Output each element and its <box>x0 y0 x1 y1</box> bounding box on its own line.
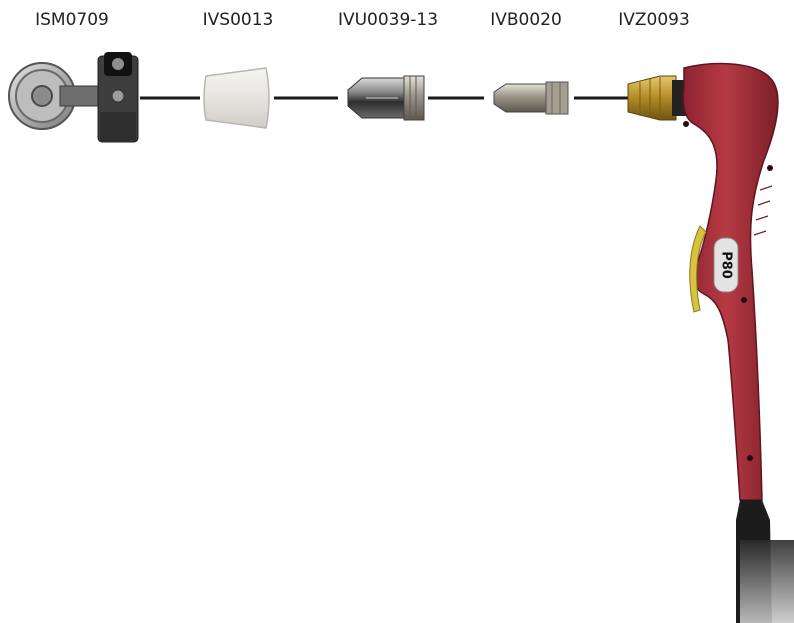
ceramic-shield-ivs0013 <box>203 67 270 129</box>
part-label-ivs0013: IVS0013 <box>202 10 274 30</box>
part-label-ism0709: ISM0709 <box>35 10 109 30</box>
model-badge: P80 <box>713 237 739 293</box>
part-label-ivu0039-13: IVU0039-13 <box>337 10 439 30</box>
swirl-ring-ivz0093 <box>627 75 677 121</box>
model-badge-text: P80 <box>719 251 734 279</box>
part-label-ivb0020: IVB0020 <box>490 10 562 30</box>
nozzle-ivu0039-13 <box>347 75 425 121</box>
part-label-ivz0093: IVZ0093 <box>618 10 690 30</box>
spacer-wheel-guide-ism0709 <box>8 52 139 143</box>
plasma-torch: P80 <box>627 62 794 623</box>
electrode-ivb0020 <box>493 81 569 115</box>
